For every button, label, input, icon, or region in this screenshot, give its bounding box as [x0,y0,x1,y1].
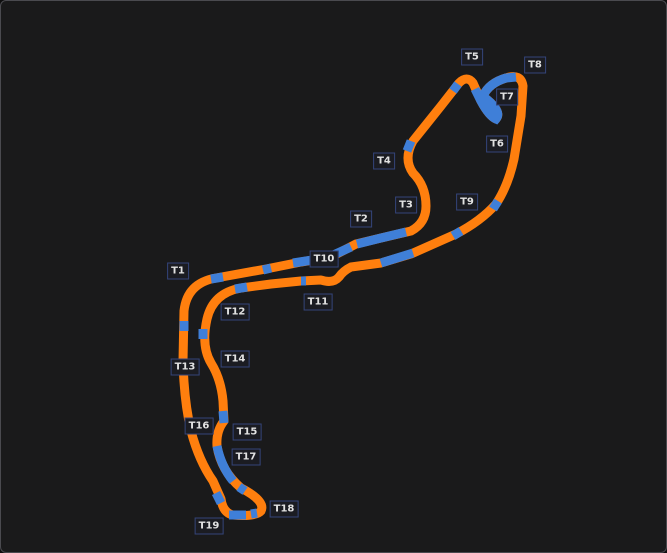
track-segment-blue [211,490,226,506]
corner-label-t4: T4 [373,152,395,170]
corner-label-t5: T5 [461,48,483,66]
corner-label-t12: T12 [220,303,250,321]
track-segment-blue [212,445,237,484]
track-segment-blue [261,263,273,275]
corner-label-t14: T14 [220,350,250,368]
corner-label-t15: T15 [232,423,262,441]
corner-label-t8: T8 [524,56,546,74]
corner-label-t17: T17 [231,448,261,466]
corner-label-t13: T13 [170,358,200,376]
corner-label-t19: T19 [194,517,224,535]
corner-label-t9: T9 [456,193,478,211]
corner-label-t18: T18 [269,500,299,518]
track-segment-blue [250,508,258,519]
track-segment-blue [210,272,224,284]
track-segment-blue [470,72,517,125]
track-segment-blue [355,227,408,249]
corner-label-t16: T16 [184,417,214,435]
track-segment-blue [449,81,462,94]
corner-label-t11: T11 [303,293,333,311]
corner-label-t3: T3 [395,196,417,214]
track-segment-blue [402,139,416,153]
track-segment-blue [379,248,415,268]
track-segment-blue [489,198,502,212]
track-segment-blue [450,227,464,240]
corner-label-t10: T10 [309,250,339,268]
track-segment-blue [218,410,229,424]
track-segment-blue [234,282,248,294]
corner-label-t1: T1 [167,262,189,280]
sector-overlay [179,72,517,520]
track-segment-blue [236,483,248,495]
corner-label-t7: T7 [496,88,518,106]
corner-label-t6: T6 [486,135,508,153]
corner-label-t2: T2 [350,210,372,228]
